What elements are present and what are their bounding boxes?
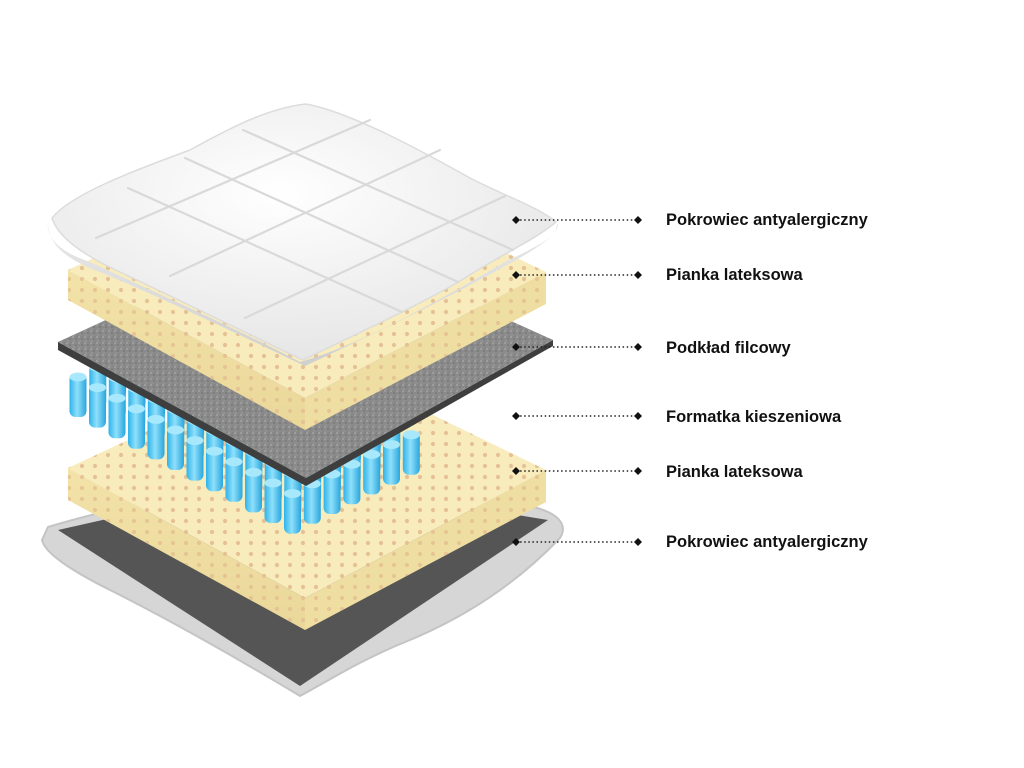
spring-pocket [323, 470, 341, 514]
spring-pocket-top [383, 440, 400, 450]
spring-pocket-top [284, 489, 301, 499]
spring-pocket [264, 479, 282, 523]
spring-pocket-top [206, 446, 223, 456]
spring-pocket [108, 394, 126, 439]
label-felt: Podkład filcowy [666, 339, 791, 357]
layer-top-cover [47, 103, 559, 366]
spring-pocket [284, 489, 301, 534]
spring-pocket-top [69, 372, 87, 382]
spring-pocket-top [89, 383, 106, 393]
leader-diamond-marker [512, 216, 520, 224]
leader-diamond-marker [634, 538, 642, 546]
spring-pocket-top [147, 414, 165, 424]
spring-pocket-top [225, 457, 243, 467]
leader-diamond-marker [512, 271, 520, 279]
label-cover-top: Pokrowiec antyalergiczny [666, 211, 868, 229]
label-cover-bottom: Pokrowiec antyalergiczny [666, 533, 868, 551]
spring-pocket [225, 457, 243, 502]
spring-pocket [186, 436, 204, 481]
spring-pocket [206, 447, 223, 492]
spring-pocket-top [108, 393, 126, 403]
spring-pocket [363, 450, 381, 495]
spring-pocket [402, 430, 420, 475]
label-pocket-springs: Formatka kieszeniowa [666, 408, 842, 426]
leader-diamond-marker [512, 467, 520, 475]
leader-diamond-marker [512, 412, 520, 420]
spring-pocket [89, 383, 106, 428]
leader-diamond-marker [634, 467, 642, 475]
lower-latex-side-dots-right [305, 470, 546, 630]
leader-lines [512, 216, 642, 546]
leader-diamond-marker [512, 343, 520, 351]
spring-pocket-top [402, 430, 420, 440]
spring-pocket-top [128, 404, 145, 414]
spring-pocket [383, 440, 400, 485]
spring-pocket-top [186, 436, 204, 446]
spring-pocket [147, 415, 165, 460]
spring-pocket [245, 468, 262, 513]
upper-latex-side-dots [68, 270, 305, 430]
spring-pocket-top [245, 467, 262, 477]
spring-pocket [303, 479, 321, 524]
spring-pocket [69, 373, 87, 417]
label-lower-latex: Pianka lateksowa [666, 463, 803, 481]
top-cover-top [51, 103, 558, 361]
leader-diamond-marker [634, 343, 642, 351]
top-cover-quilting [94, 118, 515, 320]
label-upper-latex: Pianka lateksowa [666, 266, 803, 284]
upper-latex-side-dots-right [305, 272, 546, 430]
leader-diamond-marker [634, 271, 642, 279]
spring-pocket-top [167, 425, 184, 435]
leader-diamond-marker [512, 538, 520, 546]
spring-pocket-top [264, 478, 282, 488]
leader-diamond-marker [634, 216, 642, 224]
spring-pocket [128, 404, 145, 449]
lower-latex-side-dots [68, 468, 305, 630]
spring-pocket [167, 426, 184, 470]
spring-pocket [343, 460, 361, 505]
leader-diamond-marker [634, 412, 642, 420]
spring-pocket-top [363, 449, 381, 459]
